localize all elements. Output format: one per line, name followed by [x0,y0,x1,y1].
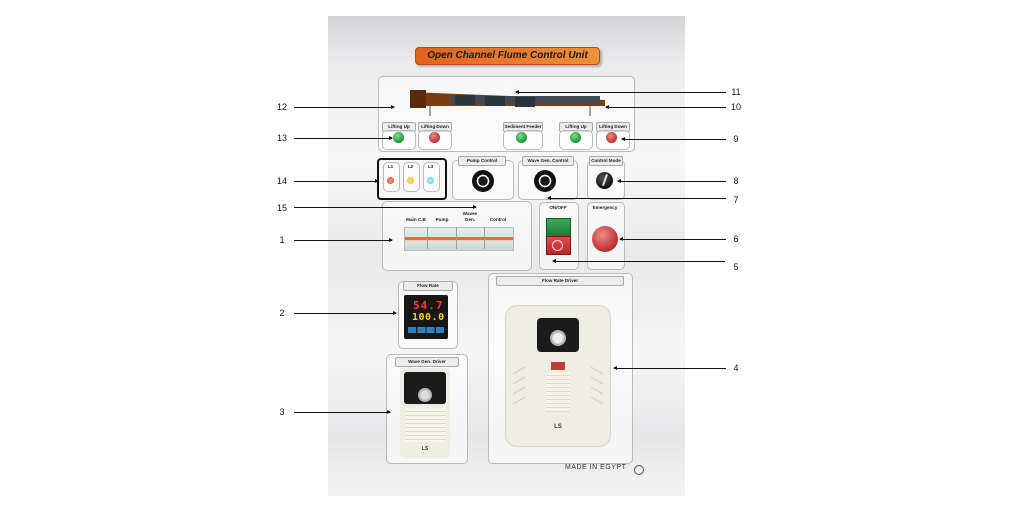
panel-title: Open Channel Flume Control Unit [415,47,600,65]
control-mode-label: Control Mode [589,156,623,166]
lamp-l2-indicator [407,177,414,184]
flow-rate-drive-info-plate [546,372,570,412]
left-lifting-down-button[interactable] [429,132,440,143]
callout-1: 1 [279,235,285,245]
wave-gen-drive-dial[interactable] [418,388,432,402]
callout-line-8 [617,179,726,183]
callout-line-5 [552,259,725,263]
callout-line-2 [294,311,397,315]
wave-gen-control-label: Wave Gen. Control [522,156,574,166]
pump-control-label: Pump Control [458,156,506,166]
callout-line-4 [613,366,726,370]
emergency-stop-button[interactable] [592,226,618,252]
pump-control-knob[interactable] [472,170,494,192]
lamp-l1-indicator [387,177,394,184]
callout-line-11 [515,90,726,94]
ce-mark-icon [634,465,644,475]
circuit-breaker-rail [404,227,514,251]
flow-rate-drive-dial[interactable] [550,330,566,346]
callout-line-15 [294,205,477,209]
callout-line-10 [605,105,726,109]
flow-rate-sv-display: 100.0 [412,312,445,323]
wave-gen-drive-brand: LS [421,446,429,452]
flow-rate-drive-rating-label [551,362,565,370]
breaker-divider-3 [484,227,485,249]
callout-15: 15 [276,203,287,213]
callout-line-14 [294,179,379,183]
right-lifting-down-button[interactable] [606,132,617,143]
on-button[interactable] [546,218,571,237]
callout-line-9 [621,137,726,141]
callout-12: 12 [276,102,287,112]
emergency-label: Emergency [592,205,618,210]
flow-rate-drive-brand: LS [554,424,562,430]
flow-rate-pv-display: 54.7 [413,299,444,312]
callout-line-7 [547,196,726,200]
callout-7: 7 [733,195,739,205]
callout-5: 5 [733,262,739,272]
breaker-divider-2 [456,227,457,249]
callout-line-6 [619,237,726,241]
callout-4: 4 [733,363,739,373]
main-cb-label: Main C.B [406,217,426,222]
flow-rate-label: Flow Rate [403,281,453,291]
callout-14: 14 [276,176,287,186]
callout-line-1 [294,238,393,242]
on-off-label: ON/OFF [549,205,567,210]
callout-line-3 [294,410,391,414]
left-lifting-up-button[interactable] [393,132,404,143]
callout-11: 11 [731,87,741,97]
callout-10: 10 [730,102,741,112]
waves-gen-breaker-label: Waves Gen. [462,211,478,222]
flow-rate-keypad[interactable] [408,327,444,333]
callout-9: 9 [733,134,739,144]
pump-breaker-label: Pump [435,217,449,222]
control-breaker-label: Control [489,217,507,222]
wave-gen-control-knob[interactable] [534,170,556,192]
off-button-ring [552,240,563,251]
callout-8: 8 [733,176,739,186]
flume-illustration [410,90,605,116]
lamp-l3-label: L3 [427,164,434,169]
callout-line-13 [294,136,393,140]
callout-line-12 [294,105,395,109]
sediment-feeder-button[interactable] [516,132,527,143]
right-lifting-up-button[interactable] [570,132,581,143]
lamp-l3-indicator [427,177,434,184]
flow-rate-driver-label: Flow Rate Driver [496,276,624,286]
callout-13: 13 [276,133,287,143]
wave-gen-driver-label: Wave Gen. Driver [395,357,459,367]
wave-gen-drive-label-plate [405,408,445,442]
breaker-divider-1 [427,227,428,249]
callout-3: 3 [279,407,285,417]
made-in-egypt-text: MADE IN EGYPT [565,464,627,471]
callout-2: 2 [279,308,285,318]
callout-6: 6 [733,234,739,244]
lamp-l2-label: L2 [407,164,414,169]
lamp-l1-label: L1 [387,164,394,169]
